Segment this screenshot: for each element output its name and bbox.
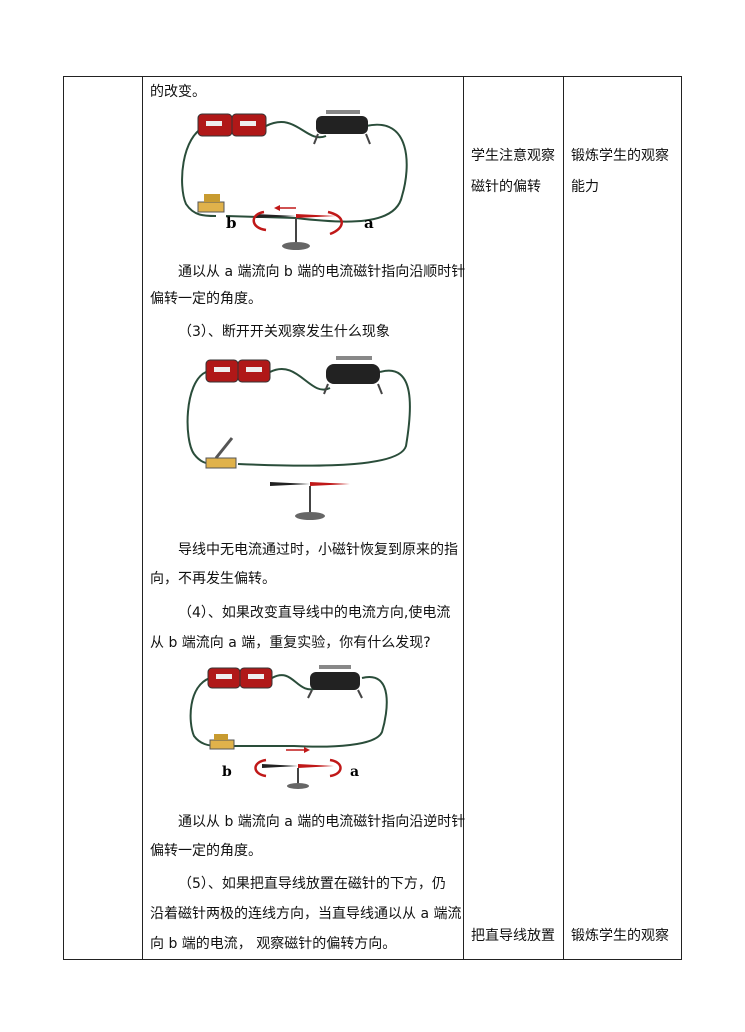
step-4-text: 从 b 端流向 a 端，重复实验，你有什么发现? — [150, 635, 431, 651]
table-border-col2 — [142, 76, 143, 959]
table-border-left — [63, 76, 64, 959]
table-border-col3 — [463, 76, 464, 959]
compass-needle-icon — [256, 205, 336, 250]
student-activity-text: 学生注意观察 — [471, 148, 555, 164]
label-a: a — [364, 214, 374, 232]
switch-icon — [209, 734, 235, 750]
label-b: b — [226, 214, 237, 232]
rheostat-icon — [307, 665, 363, 699]
text-line: 偏转一定的角度。 — [150, 291, 262, 307]
battery-icon — [205, 359, 271, 383]
compass-needle-icon — [270, 482, 350, 520]
text-line: 通以从 a 端流向 b 端的电流磁针指向沿顺时针 — [178, 264, 466, 280]
text-line: 的改变。 — [150, 84, 206, 100]
label-a: a — [350, 764, 359, 780]
text-line: 偏转一定的角度。 — [150, 843, 262, 859]
switch-icon — [197, 194, 225, 213]
wire — [181, 121, 408, 223]
student-activity-text: 磁针的偏转 — [471, 179, 541, 195]
rotation-arrow-icon — [329, 758, 342, 778]
table-border-col4 — [563, 76, 564, 959]
compass-needle-icon — [262, 747, 334, 789]
wire — [189, 674, 388, 748]
step-5-text: （5）、如果把直导线放置在磁针的下方，仍 — [178, 876, 446, 892]
rotation-arrow-icon — [252, 210, 267, 232]
battery-icon — [207, 667, 273, 689]
step-4-text: （4）、如果改变直导线中的电流方向,使电流 — [178, 605, 451, 621]
rheostat-icon — [323, 356, 383, 395]
open-switch-icon — [205, 437, 237, 469]
table-border-right — [681, 76, 682, 959]
text-line: 通以从 b 端流向 a 端的电流磁针指向沿逆时针 — [178, 814, 466, 830]
rotation-arrow-icon — [254, 758, 267, 778]
step-5-text: 沿着磁针两极的连线方向，当直导线通以从 a 端流 — [150, 906, 462, 922]
text-line: 向，不再发生偏转。 — [150, 571, 276, 587]
rotation-arrow-icon — [327, 210, 343, 236]
circuit-figure-open — [180, 350, 420, 526]
student-activity-text: 把直导线放置 — [471, 928, 555, 944]
battery-icon — [197, 113, 267, 137]
step-5-text: 向 b 端的电流， 观察磁针的偏转方向。 — [150, 936, 397, 952]
purpose-text: 锻炼学生的观察 — [571, 928, 669, 944]
table-bottom-border — [63, 959, 682, 960]
label-b: b — [222, 764, 232, 780]
purpose-text: 锻炼学生的观察 — [571, 148, 669, 164]
text-line: 导线中无电流通过时，小磁针恢复到原来的指 — [178, 542, 458, 558]
circuit-figure-ba: b a — [182, 660, 402, 790]
circuit-figure-ab: b a — [176, 106, 416, 258]
table-top-border — [63, 76, 682, 77]
step-3-text: （3）、断开开关观察发生什么现象 — [178, 324, 390, 340]
purpose-text: 能力 — [571, 179, 599, 195]
rheostat-icon — [313, 110, 371, 145]
